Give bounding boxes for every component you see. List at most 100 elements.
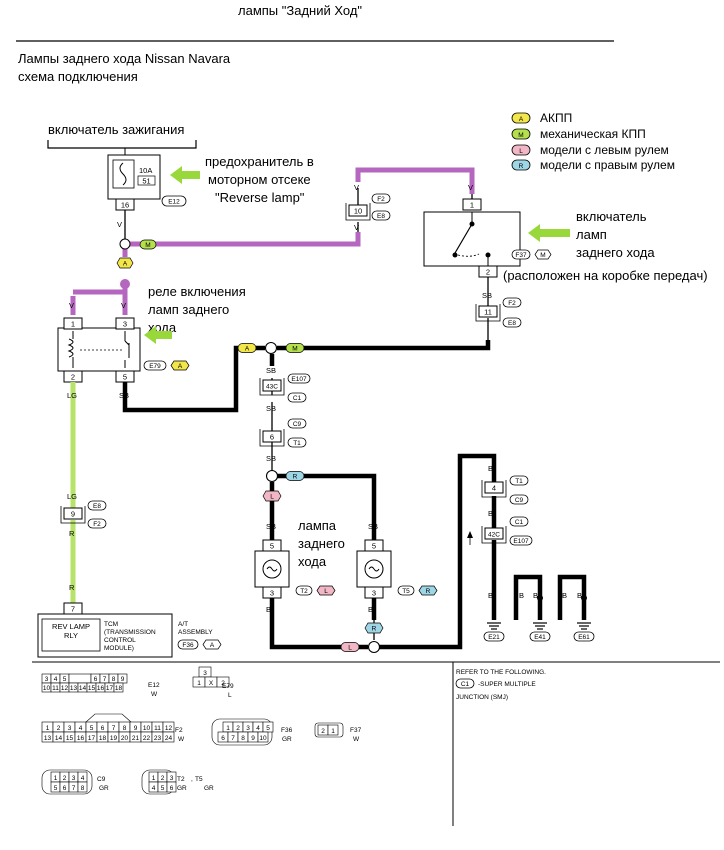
fuse-pin-16: 16: [121, 201, 129, 210]
connector-shell-9: [60, 506, 86, 524]
connector-face-f37-shell: [314, 722, 344, 738]
connector-badge-t1-left: [287, 437, 307, 448]
grid-e12-pin: 5: [63, 676, 67, 683]
connector-pin-6: 6: [270, 433, 274, 442]
variant-tag-a-relay-label: A: [178, 363, 183, 370]
connector-face-e79-name: E79: [222, 683, 234, 690]
grid-f36-cell: [257, 731, 269, 743]
connector-label-f2-mid: F2: [508, 300, 516, 307]
variant-tag-m-switch-label: M: [540, 252, 545, 259]
refer-line3: JUNCTION (SMJ): [456, 694, 508, 701]
grid-f2-pin: 6: [101, 725, 105, 732]
wire-label-r-bottom: R: [69, 583, 75, 592]
grid-e12-cell: [113, 682, 124, 693]
connector-pin-42c: 42C: [488, 532, 500, 539]
grid-t2-pin: 3: [170, 775, 174, 782]
tcm-relay-block: [41, 618, 101, 652]
grid-f36-pin: 10: [259, 735, 267, 742]
ground-badge-e21: [483, 631, 505, 642]
grid-e12-pin: 16: [97, 685, 105, 692]
grid-e12-pin: 3: [45, 676, 49, 683]
connector-face-f36-color: GR: [282, 736, 292, 743]
refer-line1: REFER TO THE FOLLOWING.: [456, 669, 546, 676]
wire-label-r-top: R: [69, 529, 75, 538]
variant-tag-a-diamond-label: A: [123, 261, 128, 268]
connector-badge-e8-mid: [502, 317, 522, 328]
connector-badge-f2-lg: [87, 518, 107, 529]
connector-label-t5: T5: [402, 588, 410, 595]
wire-label-v-relay-1: V: [69, 301, 74, 310]
grid-f2-pin: 5: [90, 725, 94, 732]
connector-face-f2-key: [85, 713, 132, 723]
grid-e79-pin: X: [209, 680, 214, 687]
variant-tag-r-diamond: [364, 622, 384, 634]
connector-pin-9: 9: [71, 510, 75, 519]
tcm-assembly-line1: A/T: [178, 621, 188, 628]
connector-shell-11: [475, 304, 501, 322]
connector-badge-t1-right: [509, 475, 529, 486]
variant-tag-a-tcm: [202, 639, 222, 650]
connector-pin-box-4: [484, 481, 504, 494]
grid-f2-pin: 20: [121, 735, 129, 742]
relay-pin-1: 1: [71, 320, 75, 329]
grid-t2-pin: 1: [152, 775, 156, 782]
lamp-left-pin-5: 5: [270, 542, 274, 551]
fuse-rating: 10A: [139, 166, 152, 175]
wire-label-b-e61b: B: [577, 591, 582, 600]
refer-badge-label: C1: [461, 681, 470, 688]
wire-label-b-e41b: B: [533, 591, 538, 600]
connector-pin-box-6: [262, 430, 282, 443]
grid-t2-pin: 2: [161, 775, 165, 782]
wire-label-sb-43c-top: SB: [266, 366, 276, 375]
grid-c9-pin: 3: [72, 775, 76, 782]
grid-f2-pin: 9: [134, 725, 138, 732]
switch-annotation-line2: ламп: [576, 227, 607, 242]
connector-pin-box-9: [63, 507, 83, 520]
ground-label-e21: E21: [488, 634, 500, 641]
variant-tag-m-top: [139, 239, 157, 250]
grid-f2-cell: [162, 731, 175, 743]
connector-face-t-separator: ,: [191, 776, 193, 783]
lamp-annotation-line3: хода: [298, 554, 327, 569]
grid-f2-pin: 10: [143, 725, 151, 732]
lamp-right-pin-box-3: [364, 586, 384, 599]
connector-label-c9-left: C9: [293, 421, 302, 428]
grid-f2-pin: 24: [165, 735, 173, 742]
tcm-relay-label-1: REV LAMP: [52, 622, 90, 631]
connector-label-e79: E79: [149, 363, 161, 370]
grid-e12-pin: 15: [88, 685, 96, 692]
variant-tag-r-lamp-label: R: [426, 588, 431, 595]
legend-text-mkpp: механическая КПП: [540, 127, 646, 141]
grid-e79-cell: [216, 676, 230, 688]
legend-swatch-akpp: [511, 112, 531, 124]
legend-text-rhd: модели с правым рулем: [540, 158, 675, 172]
grid-e12-pin: 10: [43, 685, 51, 692]
connector-face-c9-shell: [41, 769, 93, 795]
junction-node-relay-split: [120, 279, 130, 289]
connector-face-c9-color: GR: [99, 785, 109, 792]
variant-tag-r-lamp: [418, 585, 438, 596]
switch-location-note: (расположен на коробке передач): [503, 268, 708, 283]
connector-face-c9-name: C9: [97, 776, 106, 783]
grid-e12-pin: 14: [79, 685, 87, 692]
connector-pin-43c: 43C: [266, 384, 278, 391]
grid-e12-pin: 8: [112, 676, 116, 683]
legend-text-lhd: модели с левым рулем: [540, 143, 669, 157]
grid-e12-pin: 7: [103, 676, 107, 683]
variant-tag-l-lamp-label: L: [324, 588, 328, 595]
grid-f37-pin: 2: [321, 728, 325, 735]
fuse-number: 51: [142, 177, 150, 186]
grid-f2-pin: 4: [79, 725, 83, 732]
legend-text-akpp: АКПП: [540, 111, 572, 125]
connector-face-e12-name: E12: [148, 682, 160, 689]
connector-label-e8-lg: E8: [93, 503, 101, 510]
connector-badge-f2-mid: [502, 297, 522, 308]
grid-f36-pin: 3: [246, 725, 250, 732]
connector-pin-11: 11: [484, 308, 492, 317]
connector-badge-e107-left: [287, 373, 311, 384]
variant-tag-l-lamp: [316, 585, 336, 596]
diagram-header-title: лампы "Задний Ход": [238, 3, 362, 18]
